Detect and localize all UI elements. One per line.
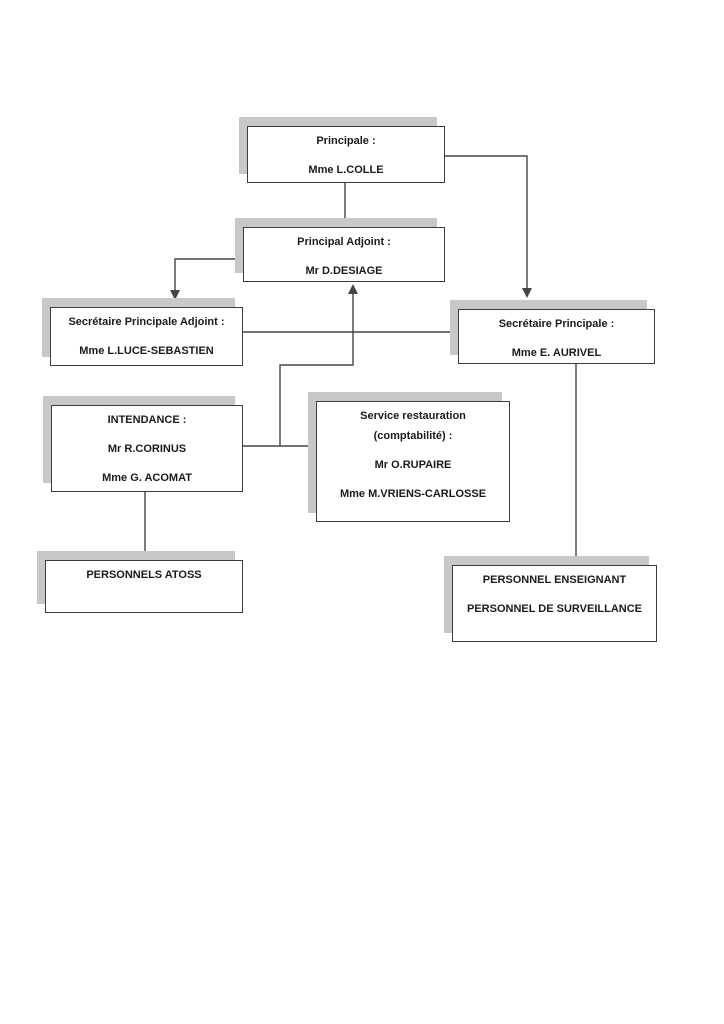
box-role-label: PERSONNELS ATOSS: [86, 569, 202, 581]
box-person-name: Mr O.RUPAIRE: [374, 459, 452, 471]
box-role-label: PERSONNEL ENSEIGNANT: [482, 574, 627, 586]
org-box-personnels-atoss: PERSONNELS ATOSS: [45, 560, 243, 613]
org-box-personnel-enseignant: PERSONNEL ENSEIGNANT PERSONNEL DE SURVEI…: [452, 565, 657, 642]
org-box-service-restauration: Service restauration (comptabilité) : Mr…: [316, 401, 510, 522]
box-role-label: Secrétaire Principale :: [498, 318, 615, 330]
box-role-label: (comptabilité) :: [373, 430, 453, 442]
connector-principale-to-secretaire-principale: [445, 155, 532, 298]
box-role-label: Principal Adjoint :: [297, 236, 391, 248]
arrowhead-down-icon: [170, 290, 180, 300]
box-person-name: Mme L.LUCE-SEBASTIEN: [79, 345, 214, 357]
connector-principal-adjoint-to-secretaire-adjoint: [170, 258, 243, 300]
box-role-label: Principale :: [316, 135, 376, 147]
box-role-label: INTENDANCE :: [107, 414, 187, 426]
box-role-label: Secrétaire Principale Adjoint :: [68, 316, 225, 328]
org-box-secretaire-principale-adjoint: Secrétaire Principale Adjoint : Mme L.LU…: [50, 307, 243, 366]
org-box-secretaire-principale: Secrétaire Principale : Mme E. AURIVEL: [458, 309, 655, 364]
box-person-name: Mme M.VRIENS-CARLOSSE: [339, 488, 487, 500]
box-person-name: Mr R.CORINUS: [107, 443, 187, 455]
arrowhead-down-icon: [522, 288, 532, 298]
box-person-name: Mme G. ACOMAT: [102, 472, 192, 484]
box-role-label: PERSONNEL DE SURVEILLANCE: [466, 603, 642, 615]
arrowhead-up-icon: [348, 284, 358, 294]
box-person-name: Mme E. AURIVEL: [511, 347, 602, 359]
org-box-principale: Principale : Mme L.COLLE: [247, 126, 445, 183]
org-box-intendance: INTENDANCE : Mr R.CORINUS Mme G. ACOMAT: [51, 405, 243, 492]
box-person-name: Mr D.DESIAGE: [305, 265, 383, 277]
org-box-principal-adjoint: Principal Adjoint : Mr D.DESIAGE: [243, 227, 445, 282]
box-role-label: Service restauration: [360, 410, 466, 422]
box-person-name: Mme L.COLLE: [308, 164, 384, 176]
